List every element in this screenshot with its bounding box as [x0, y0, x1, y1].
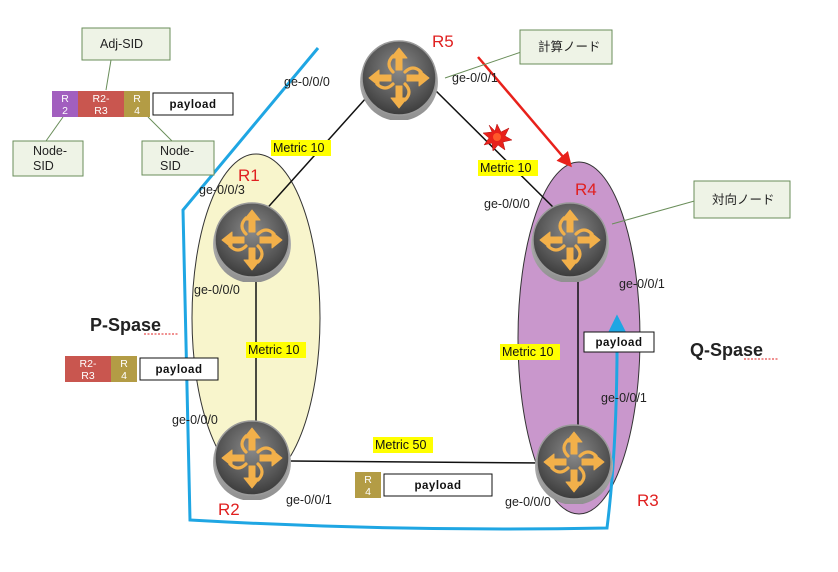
svg-text:Metric 10: Metric 10: [248, 343, 299, 357]
svg-text:計算ノード: 計算ノード: [538, 39, 601, 54]
metric-r1-r2: Metric 10: [246, 342, 306, 358]
router-label-r4: R4: [575, 180, 597, 199]
svg-text:対向ノード: 対向ノード: [712, 192, 775, 207]
payload-box: [152, 92, 234, 116]
payload-box: [139, 357, 219, 381]
link-r2-r3: [289, 460, 546, 464]
payload-box: [583, 331, 655, 353]
q-space-title: Q-Spase: [690, 340, 763, 360]
svg-text:R3: R3: [94, 105, 108, 117]
node-sid-left-line2: SID: [33, 159, 54, 173]
sid-label: R4: [111, 356, 137, 382]
node-sid-right-line1: Node-: [160, 144, 194, 158]
sid-label: R4: [355, 472, 381, 498]
payload-label: payload: [415, 480, 462, 492]
iface-r2-bottom: ge-0/0/1: [286, 493, 332, 507]
payload-label: payload: [596, 337, 643, 349]
iface-r2-top: ge-0/0/0: [172, 413, 218, 427]
svg-text:Metric 10: Metric 10: [480, 161, 531, 175]
metric-r2-r3: Metric 50: [373, 437, 433, 453]
svg-text:Metric 50: Metric 50: [375, 438, 426, 452]
iface-r5-left: ge-0/0/0: [284, 75, 330, 89]
sid-label: R4: [124, 91, 150, 117]
svg-text:R: R: [120, 358, 128, 370]
router-label-r3: R3: [637, 491, 659, 510]
iface-r3-bottom: ge-0/0/0: [505, 495, 551, 509]
svg-text:2: 2: [62, 105, 68, 117]
router-r5-icon[interactable]: [358, 39, 440, 121]
backup-path-line: [181, 47, 627, 531]
callout-peer-node: 対向ノード: [611, 180, 791, 225]
label-stack-r2-r3-link: R4 payload: [355, 472, 493, 498]
callout-calc-node: 計算ノード: [444, 29, 613, 79]
iface-r4-right: ge-0/0/1: [619, 277, 665, 291]
payload-box: [383, 473, 493, 497]
svg-text:Adj-SID: Adj-SID: [100, 37, 143, 51]
svg-text:4: 4: [134, 105, 140, 117]
iface-r1-top: ge-0/0/3: [199, 183, 245, 197]
p-space-title: P-Spase: [90, 315, 161, 335]
payload-label: payload: [156, 364, 203, 376]
label-stack-q-space: payload: [583, 331, 655, 353]
router-r4-icon[interactable]: [529, 201, 611, 283]
failure-burst-icon: [482, 123, 513, 152]
svg-text:4: 4: [365, 486, 371, 498]
failure-arrow: [477, 56, 572, 168]
svg-text:R2-: R2-: [80, 358, 97, 370]
callout-adj-sid: Adj-SID: [81, 27, 171, 91]
svg-text:Metric 10: Metric 10: [502, 345, 553, 359]
sid-label: R2-R3: [65, 356, 111, 382]
router-r3-icon[interactable]: [533, 423, 615, 505]
iface-r3-top: ge-0/0/1: [601, 391, 647, 405]
svg-text:4: 4: [121, 370, 127, 382]
metric-r5-r4: Metric 10: [478, 160, 538, 176]
metric-r5-r1: Metric 10: [271, 140, 331, 156]
payload-label: payload: [170, 99, 217, 111]
svg-text:R2-: R2-: [93, 93, 110, 105]
router-label-r1: R1: [238, 166, 260, 185]
metric-r4-r3: Metric 10: [500, 344, 560, 360]
svg-text:R: R: [133, 93, 141, 105]
sid-label: R2-R3: [78, 91, 124, 117]
node-sid-left-line1: Node-: [33, 144, 67, 158]
sid-label: R2: [52, 91, 78, 117]
callout-node-sid-right: Node- SID: [141, 116, 215, 176]
link-r5-r4: [429, 84, 561, 215]
svg-text:R: R: [61, 93, 69, 105]
iface-r5-right: ge-0/0/1: [452, 71, 498, 85]
svg-text:R3: R3: [81, 370, 95, 382]
svg-text:Metric 10: Metric 10: [273, 141, 324, 155]
iface-r1-bottom: ge-0/0/0: [194, 283, 240, 297]
router-label-r2: R2: [218, 500, 240, 519]
callout-node-sid-left: Node- SID: [12, 116, 84, 177]
router-r2-icon[interactable]: [211, 419, 293, 501]
router-r1-icon[interactable]: [211, 201, 293, 283]
router-label-r5: R5: [432, 32, 454, 51]
svg-text:R: R: [364, 474, 372, 486]
iface-r4-top: ge-0/0/0: [484, 197, 530, 211]
node-sid-right-line2: SID: [160, 159, 181, 173]
